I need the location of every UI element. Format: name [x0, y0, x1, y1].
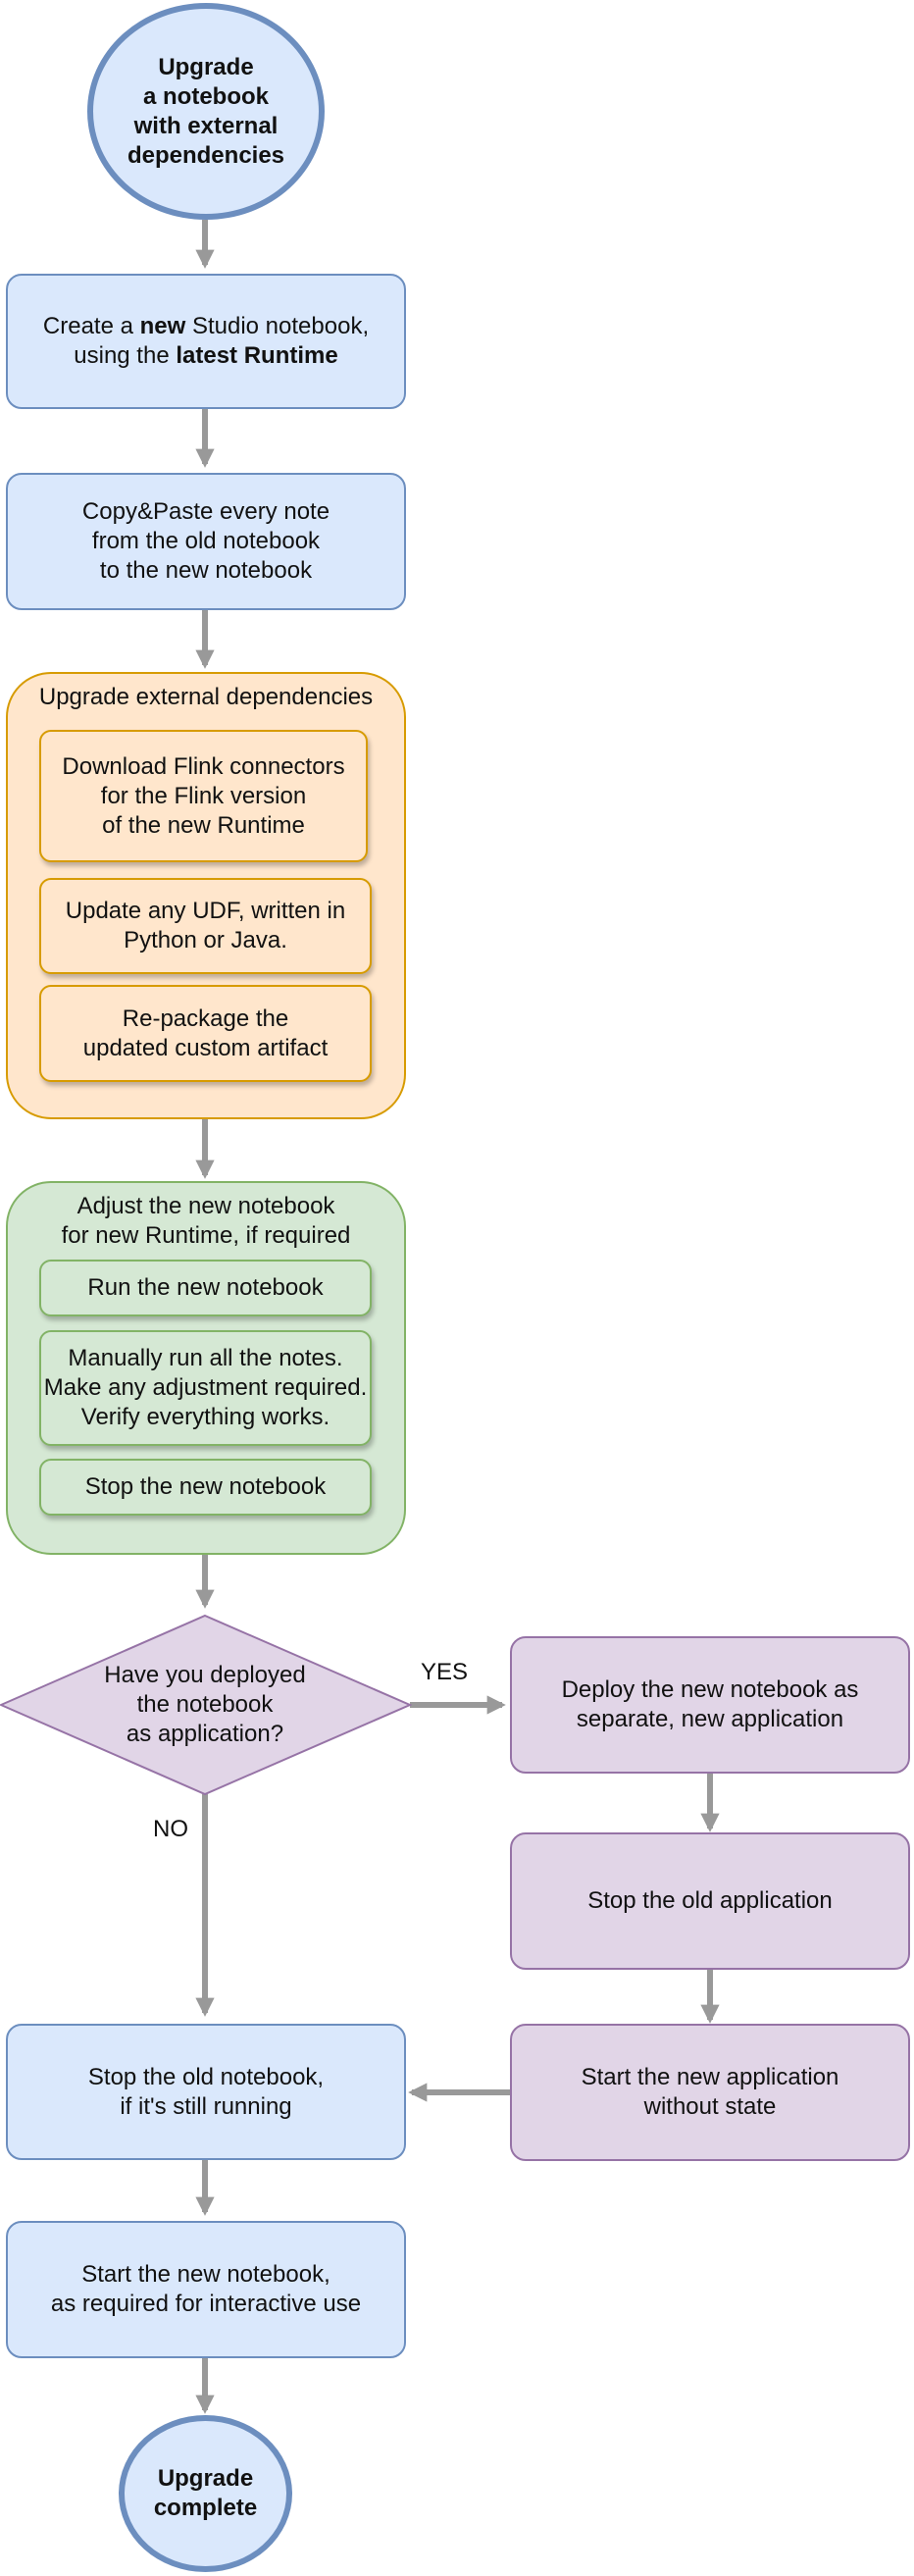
upgrade-dependencies-title: Upgrade external dependencies [38, 684, 374, 710]
adjust-notebook-title: Adjust the new notebook for new Runtime,… [61, 1193, 351, 1249]
update-udf-step: Update any UDF, written in Python or Jav… [39, 878, 372, 974]
download-connectors-step: Download Flink connectors for the Flink … [39, 730, 368, 862]
deploy-new-application-step: Deploy the new notebook as separate, new… [510, 1636, 910, 1774]
decision-diamond [0, 1614, 413, 1796]
end-node: Upgrade complete [119, 2415, 292, 2572]
stop-new-notebook-step: Stop the new notebook [39, 1459, 372, 1516]
create-notebook-step: Create a new Studio notebook, using the … [6, 274, 406, 409]
stop-old-application-step: Stop the old application [510, 1832, 910, 1970]
no-label: NO [153, 1816, 188, 1842]
run-new-notebook-step: Run the new notebook [39, 1260, 372, 1316]
start-node: Upgrade a notebook with external depende… [87, 3, 325, 220]
start-new-notebook-step: Start the new notebook, as required for … [6, 2221, 406, 2358]
copy-paste-step: Copy&Paste every note from the old noteb… [6, 473, 406, 610]
stop-old-notebook-step: Stop the old notebook, if it's still run… [6, 2024, 406, 2160]
yes-label: YES [421, 1659, 469, 1685]
decision-question: Have you deployed the notebook as applic… [104, 1662, 306, 1747]
manual-run-notes-step: Manually run all the notes. Make any adj… [39, 1330, 372, 1446]
repackage-artifact-step: Re-package the updated custom artifact [39, 985, 372, 1082]
start-new-application-step: Start the new application without state [510, 2024, 910, 2161]
